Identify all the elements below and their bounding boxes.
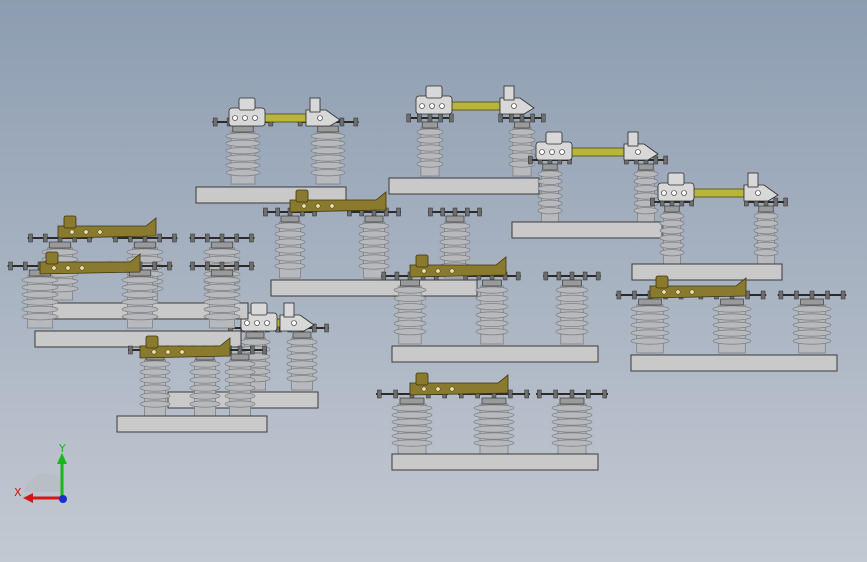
x-axis-arrowhead	[23, 493, 33, 503]
switch-blade-yellow[interactable]	[228, 97, 341, 127]
switch-blade-bronze[interactable]	[39, 251, 141, 275]
switch-assembly[interactable]	[511, 131, 668, 239]
switch-blade-yellow[interactable]	[415, 85, 535, 115]
switch-assembly[interactable]	[7, 251, 255, 348]
switch-assembly[interactable]	[388, 85, 546, 195]
switch-blade-yellow[interactable]	[657, 172, 779, 202]
z-axis-dot	[59, 495, 67, 503]
switch-blade-bronze[interactable]	[57, 215, 157, 239]
x-axis-label: X	[14, 486, 22, 499]
switch-assembly[interactable]	[116, 335, 268, 433]
switch-assembly[interactable]	[381, 254, 601, 363]
coordinate-triad: Y X	[14, 442, 67, 503]
switch-blade-bronze[interactable]	[139, 335, 231, 359]
axis-triad-icon: Y X	[14, 442, 67, 503]
switch-assembly[interactable]	[376, 372, 608, 471]
switch-blade-bronze[interactable]	[289, 189, 387, 213]
switch-assembly[interactable]	[263, 189, 482, 297]
switch-assembly[interactable]	[631, 172, 788, 281]
y-axis-label: Y	[58, 442, 66, 455]
y-axis-arrowhead	[57, 453, 67, 464]
switch-blade-bronze[interactable]	[409, 254, 507, 278]
switch-blade-bronze[interactable]	[409, 372, 509, 396]
switch-assembly[interactable]	[195, 97, 359, 204]
switch-blade-bronze[interactable]	[649, 275, 747, 299]
switch-blade-yellow[interactable]	[535, 131, 659, 161]
switch-blade-yellow[interactable]	[240, 302, 315, 332]
switch-assembly[interactable]	[615, 275, 847, 372]
